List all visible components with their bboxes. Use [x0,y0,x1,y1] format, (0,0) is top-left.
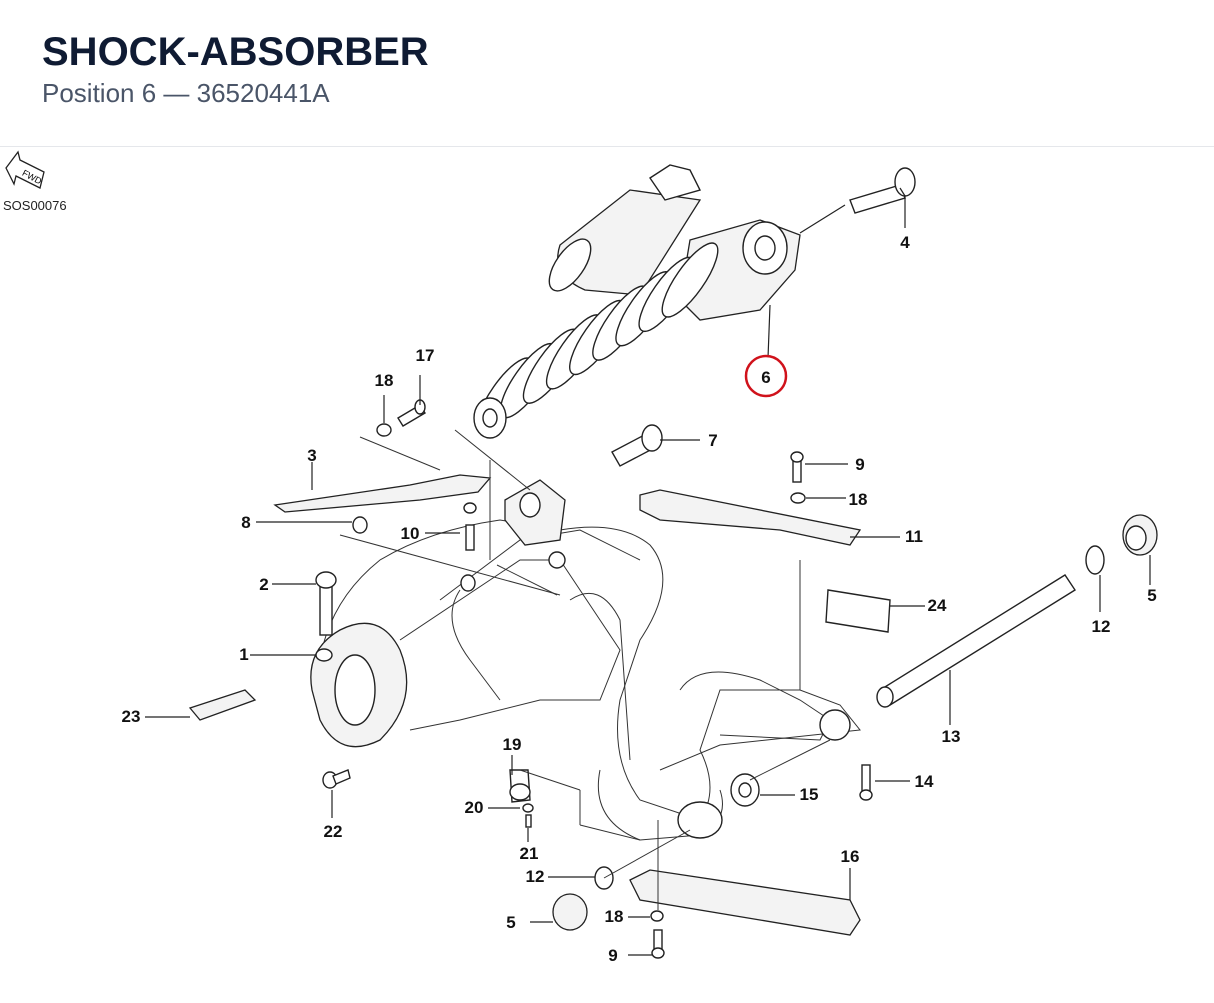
screw-part-21[interactable] [525,814,532,828]
callout-19[interactable]: 19 [503,735,522,754]
page-title: SHOCK-ABSORBER [42,30,429,74]
spring-coil [661,242,719,318]
callout-18-lower[interactable]: 18 [605,907,624,926]
header-divider [0,146,1214,147]
leader-lines [145,187,1151,956]
plate-part-23[interactable] [188,689,257,721]
callout-24[interactable]: 24 [928,596,947,615]
callout-15[interactable]: 15 [800,785,819,804]
callout-9-top[interactable]: 9 [855,455,864,474]
callout-23[interactable]: 23 [122,707,141,726]
bolt-part-22[interactable] [322,769,351,789]
spring-coils [476,242,719,433]
bushing-part-8[interactable] [352,516,368,534]
callout-13[interactable]: 13 [942,727,961,746]
callout-9-bottom[interactable]: 9 [608,946,617,965]
washer-part-18[interactable] [376,423,392,437]
page-subtitle: Position 6 — 36520441A [42,78,330,108]
callout-6[interactable]: 6 [761,368,770,387]
bushing-part-1[interactable] [315,648,333,662]
callout-18-upper[interactable]: 18 [375,371,394,390]
callout-7[interactable]: 7 [708,431,717,450]
callout-4[interactable]: 4 [900,233,910,252]
fwd-arrow-icon: FWD [5,150,45,189]
callout-16[interactable]: 16 [841,847,860,866]
cap-part-5-left[interactable] [552,893,588,931]
circlip-part-12-right[interactable] [1085,545,1105,575]
nut-part [460,574,476,592]
bolt-part-7[interactable] [611,424,663,467]
washer-part-20[interactable] [522,803,534,813]
callout-22[interactable]: 22 [324,822,343,841]
bolt-part-10[interactable] [463,502,477,551]
callout-2[interactable]: 2 [259,575,268,594]
highlight-ring [744,354,788,398]
nut-part-upper [548,551,566,569]
callout-21[interactable]: 21 [520,844,539,863]
callout-11[interactable]: 11 [905,527,923,546]
swingarm-frame [310,479,861,841]
callout-17[interactable]: 17 [416,346,435,365]
guard-part-16[interactable] [629,869,861,936]
bracket-part-3[interactable] [273,474,492,513]
bolt-part-17[interactable] [397,399,426,427]
bolt-part-9-top[interactable] [790,451,804,483]
washer-part-18-top[interactable] [790,492,806,504]
callout-3[interactable]: 3 [307,446,316,465]
rail-part-11[interactable] [639,489,862,546]
label-part-24[interactable] [825,589,891,633]
axle-part-13[interactable] [876,574,1076,708]
callout-5-left[interactable]: 5 [506,913,515,932]
callout-14[interactable]: 14 [915,772,934,791]
shock-absorber-part[interactable] [468,164,801,439]
clamp-part-19[interactable] [509,769,531,803]
diagram-code: SOS00076 [3,198,67,213]
callout-8[interactable]: 8 [241,513,250,532]
washer-part-18-bottom[interactable] [650,910,664,922]
bolt-part-2[interactable] [315,571,337,636]
bolt-part-9-bottom[interactable] [651,929,665,959]
callout-labels: 1 2 3 4 5 5 6 7 8 9 9 10 11 12 12 13 14 … [122,233,1157,965]
callout-12-left[interactable]: 12 [526,867,545,886]
bolt-part-14[interactable] [859,764,873,801]
washer-part-15[interactable] [730,773,760,807]
callout-1[interactable]: 1 [239,645,248,664]
callout-20[interactable]: 20 [465,798,484,817]
callout-18-right[interactable]: 18 [849,490,868,509]
callout-12-right[interactable]: 12 [1092,617,1111,636]
callout-10[interactable]: 10 [401,524,420,543]
callout-5-right[interactable]: 5 [1147,586,1156,605]
cap-part-5-right[interactable] [1122,514,1158,556]
